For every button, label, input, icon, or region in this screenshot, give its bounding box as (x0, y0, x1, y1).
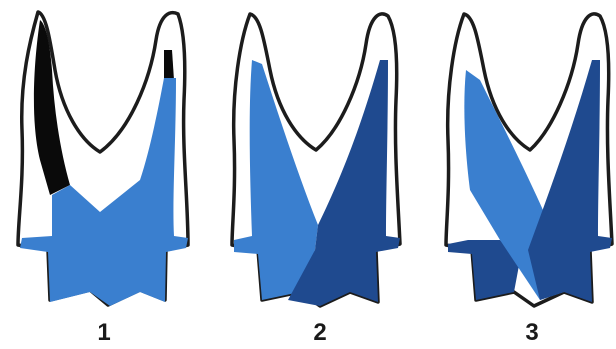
panel-1: 1 (18, 12, 188, 346)
panel-3: 3 (446, 14, 612, 346)
panel-2: 2 (232, 14, 400, 346)
panel-label-3: 3 (525, 319, 538, 346)
panel-label-1: 1 (97, 319, 110, 346)
panel-label-2: 2 (313, 319, 326, 346)
